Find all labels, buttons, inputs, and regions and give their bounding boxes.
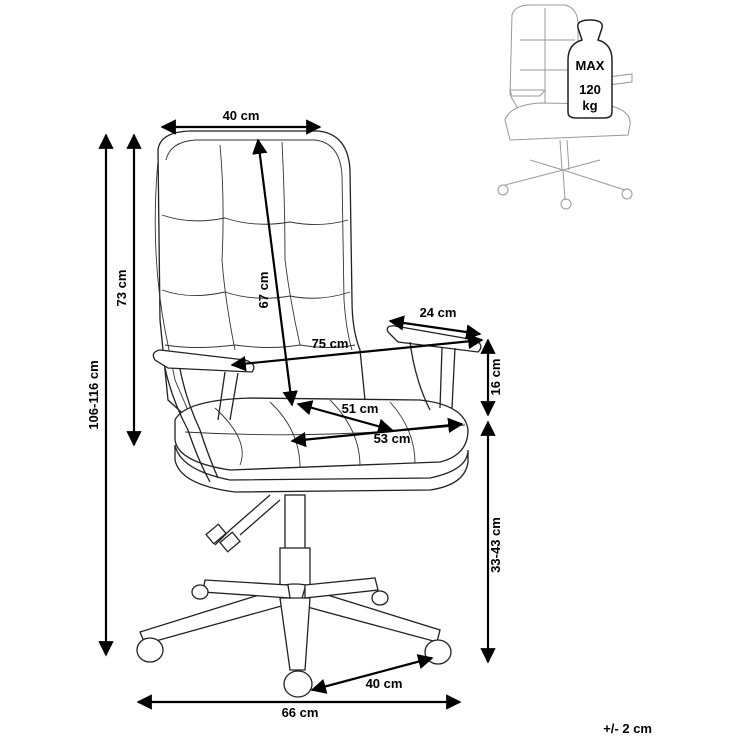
label-base-width: 66 cm: [282, 705, 319, 720]
max-load-line1: MAX: [576, 58, 605, 73]
dimension-labels: 40 cm 106-116 cm 73 cm 67 cm 24 cm 75 cm…: [86, 108, 652, 736]
label-base-radius: 40 cm: [366, 676, 403, 691]
label-backrest-height: 73 cm: [114, 270, 129, 307]
label-seat-width: 53 cm: [374, 431, 411, 446]
max-load-unit: kg: [582, 98, 597, 113]
dimension-arrows: [98, 119, 496, 710]
label-backrest-width: 40 cm: [223, 108, 260, 123]
label-seat-height: 33-43 cm: [488, 517, 503, 573]
label-width-with-armrests: 75 cm: [312, 336, 349, 351]
inset-chair-icon: [497, 4, 633, 210]
label-seat-depth: 51 cm: [342, 401, 379, 416]
chair-drawing: [136, 130, 482, 698]
label-armrest-length: 24 cm: [420, 305, 457, 320]
max-load-value: 120: [579, 82, 601, 97]
label-tolerance: +/- 2 cm: [603, 721, 652, 736]
label-backrest-diagonal: 67 cm: [256, 272, 271, 309]
label-armrest-height: 16 cm: [488, 359, 503, 396]
max-load-badge: MAX 120 kg: [567, 19, 613, 119]
label-total-height: 106-116 cm: [86, 360, 101, 429]
